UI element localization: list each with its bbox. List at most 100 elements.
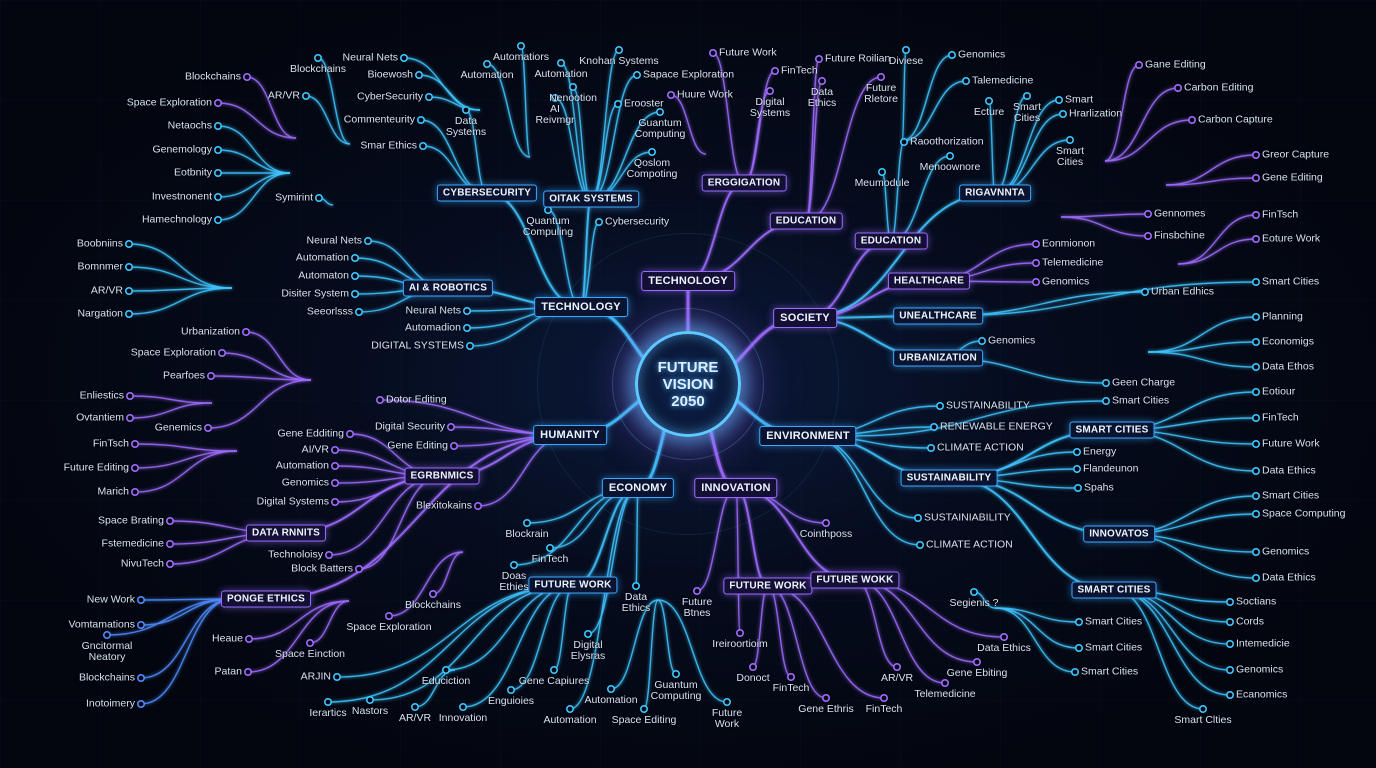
node-dot-icon[interactable] bbox=[137, 699, 146, 708]
leaf-node-label[interactable]: Future Editing bbox=[63, 461, 129, 474]
node-dot-icon[interactable] bbox=[1135, 60, 1144, 69]
leaf-node-label[interactable]: Commenteurity bbox=[343, 113, 415, 126]
node-dot-icon[interactable] bbox=[814, 54, 823, 63]
node-dot-icon[interactable] bbox=[1226, 639, 1235, 648]
node-dot-icon[interactable] bbox=[137, 595, 146, 604]
hub-node-education-1[interactable]: EDUCATION bbox=[769, 212, 843, 230]
hub-node-future-wokk[interactable]: FUTURE WOKK bbox=[810, 571, 900, 589]
leaf-node-label[interactable]: Telemedicine bbox=[1042, 256, 1104, 269]
node-dot-icon[interactable] bbox=[204, 423, 213, 432]
leaf-node-label[interactable]: Innovation bbox=[438, 712, 488, 724]
node-dot-icon[interactable] bbox=[214, 193, 223, 202]
node-dot-icon[interactable] bbox=[214, 122, 223, 131]
hub-node-smart-cities-2[interactable]: SMART CITIES bbox=[1071, 581, 1157, 599]
leaf-node-label[interactable]: Energy bbox=[1083, 445, 1117, 458]
leaf-node-label[interactable]: Gene Editing bbox=[387, 439, 448, 452]
leaf-node-label[interactable]: Boobniins bbox=[76, 237, 123, 250]
leaf-node-label[interactable]: Investnonent bbox=[151, 190, 212, 203]
leaf-node-label[interactable]: Flandeunon bbox=[1083, 462, 1139, 475]
leaf-node-label[interactable]: Smart Cities bbox=[1085, 615, 1143, 628]
node-dot-icon[interactable] bbox=[125, 262, 134, 271]
hub-node-education-2[interactable]: EDUCATION bbox=[854, 232, 928, 250]
hub-node-urbanization[interactable]: URBANIZATION bbox=[893, 349, 983, 367]
leaf-node-label[interactable]: Automation bbox=[295, 251, 349, 264]
leaf-node-label[interactable]: Planning bbox=[1262, 310, 1303, 323]
leaf-node-label[interactable]: Automation bbox=[543, 714, 597, 726]
node-dot-icon[interactable] bbox=[692, 586, 701, 595]
node-dot-icon[interactable] bbox=[913, 513, 922, 522]
leaf-node-label[interactable]: Hamechnology bbox=[141, 213, 212, 226]
node-dot-icon[interactable] bbox=[330, 478, 339, 487]
leaf-node-label[interactable]: Digital Systems bbox=[749, 96, 791, 119]
leaf-node-label[interactable]: Intemedicie bbox=[1236, 637, 1290, 650]
leaf-node-label[interactable]: Gene Edditing bbox=[277, 427, 344, 440]
node-dot-icon[interactable] bbox=[1226, 665, 1235, 674]
node-dot-icon[interactable] bbox=[324, 550, 333, 559]
leaf-node-label[interactable]: Erooster bbox=[624, 97, 664, 110]
leaf-node-label[interactable]: Data Ethics bbox=[1262, 464, 1316, 477]
node-dot-icon[interactable] bbox=[126, 391, 135, 400]
leaf-node-label[interactable]: Inotoimery bbox=[85, 697, 135, 710]
leaf-node-label[interactable]: Menoownore bbox=[919, 161, 981, 173]
leaf-node-label[interactable]: Data Ethics bbox=[977, 642, 1031, 654]
leaf-node-label[interactable]: Technoloisy bbox=[268, 548, 323, 561]
node-dot-icon[interactable] bbox=[1252, 466, 1261, 475]
leaf-node-label[interactable]: AR/VR bbox=[90, 284, 123, 297]
leaf-node-label[interactable]: Automation bbox=[534, 68, 588, 80]
hub-node-future-work-econ[interactable]: FUTURE WORK bbox=[528, 576, 618, 594]
leaf-node-label[interactable]: Data Systems bbox=[445, 115, 487, 138]
hub-node-ai-robotics[interactable]: AI & ROBOTICS bbox=[402, 279, 494, 297]
leaf-node-label[interactable]: Smart Cities bbox=[1081, 665, 1139, 678]
node-dot-icon[interactable] bbox=[568, 83, 577, 92]
node-dot-icon[interactable] bbox=[207, 371, 216, 380]
node-dot-icon[interactable] bbox=[214, 169, 223, 178]
hub-node-technology-top[interactable]: TECHNOLOGY bbox=[641, 271, 735, 291]
leaf-node-label[interactable]: Bomnmer bbox=[77, 260, 123, 273]
node-dot-icon[interactable] bbox=[969, 587, 978, 596]
leaf-node-label[interactable]: Block Batters bbox=[291, 562, 353, 575]
leaf-node-label[interactable]: CLIMATE ACTION bbox=[926, 538, 1013, 551]
node-dot-icon[interactable] bbox=[1144, 232, 1153, 241]
leaf-node-label[interactable]: Sapace Exploration bbox=[643, 68, 735, 81]
node-dot-icon[interactable] bbox=[1141, 287, 1150, 296]
leaf-node-label[interactable]: Smart Cities bbox=[1012, 101, 1042, 124]
node-dot-icon[interactable] bbox=[522, 518, 531, 527]
leaf-node-label[interactable]: Cords bbox=[1236, 615, 1265, 628]
node-dot-icon[interactable] bbox=[961, 77, 970, 86]
leaf-node-label[interactable]: Blockrain bbox=[505, 528, 549, 540]
leaf-node-label[interactable]: ARJIN bbox=[300, 670, 331, 683]
leaf-node-label[interactable]: FinTsch bbox=[1262, 208, 1299, 221]
node-dot-icon[interactable] bbox=[428, 589, 437, 598]
node-dot-icon[interactable] bbox=[244, 667, 253, 676]
leaf-node-label[interactable]: Nargation bbox=[77, 307, 123, 320]
leaf-node-label[interactable]: Data Ethos bbox=[1262, 360, 1314, 373]
leaf-node-label[interactable]: SUSTAINABILITY bbox=[946, 399, 1030, 412]
leaf-node-label[interactable]: Space Einction bbox=[274, 648, 346, 660]
leaf-node-label[interactable]: Blockchains bbox=[404, 599, 462, 611]
hub-node-humanity[interactable]: HUMANITY bbox=[533, 425, 607, 445]
leaf-node-label[interactable]: AI Reivmgr bbox=[535, 103, 575, 126]
node-dot-icon[interactable] bbox=[330, 461, 339, 470]
leaf-node-label[interactable]: FinTech bbox=[781, 64, 818, 77]
node-dot-icon[interactable] bbox=[735, 628, 744, 637]
leaf-node-label[interactable]: Vomtamations bbox=[68, 618, 135, 631]
node-dot-icon[interactable] bbox=[441, 665, 450, 674]
hub-node-sustainability[interactable]: SUSTAINABILITY bbox=[900, 469, 998, 487]
leaf-node-label[interactable]: Finsbchine bbox=[1154, 229, 1205, 242]
leaf-node-label[interactable]: Space Exploration bbox=[126, 96, 212, 109]
leaf-node-label[interactable]: Space Editing bbox=[611, 714, 677, 726]
leaf-node-label[interactable]: Genomics bbox=[281, 476, 329, 489]
leaf-node-label[interactable]: Cybersecurity bbox=[605, 215, 670, 228]
hub-node-innovation[interactable]: INNOVATION bbox=[694, 478, 778, 498]
node-dot-icon[interactable] bbox=[125, 309, 134, 318]
leaf-node-label[interactable]: Guantum Computing bbox=[634, 117, 686, 140]
hub-node-future-work-innov[interactable]: FUTURE WORK bbox=[723, 577, 813, 595]
leaf-node-label[interactable]: Fstemedicine bbox=[101, 537, 164, 550]
leaf-node-label[interactable]: Ierartics bbox=[309, 707, 347, 719]
leaf-node-label[interactable]: Bioewosh bbox=[367, 68, 413, 81]
leaf-node-label[interactable]: Segienis ? bbox=[949, 597, 999, 609]
leaf-node-label[interactable]: Digital Systems bbox=[256, 495, 329, 508]
node-dot-icon[interactable] bbox=[350, 254, 359, 263]
node-dot-icon[interactable] bbox=[901, 45, 910, 54]
node-dot-icon[interactable] bbox=[354, 307, 363, 316]
